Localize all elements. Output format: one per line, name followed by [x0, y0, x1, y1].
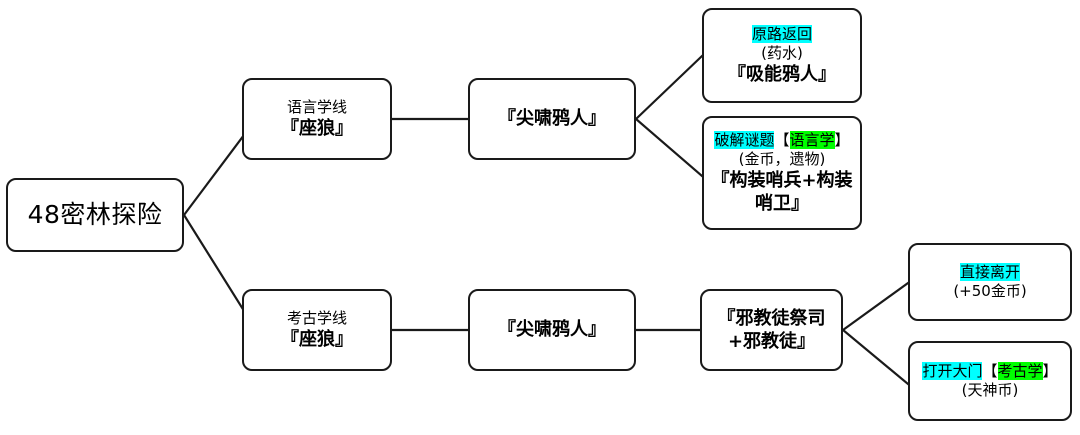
node-language-raven[interactable]: 『尖啸鸦人』: [468, 78, 636, 160]
edge-raven-to-retreat: [634, 54, 704, 121]
open-gate-bracket-close: 】: [1042, 361, 1058, 380]
retreat-option-wrapper: 原路返回: [751, 24, 812, 44]
edge-raven-to-puzzle: [634, 117, 704, 178]
open-gate-option-row: 打开大门【考古学】: [922, 361, 1058, 381]
puzzle-reward: (金币，遗物): [738, 149, 826, 168]
node-archaeology-path[interactable]: 考古学线 『座狼』: [242, 289, 392, 371]
language-path-label: 语言学线: [286, 97, 347, 116]
leave-option-wrapper: 直接离开: [959, 262, 1020, 282]
puzzle-bracket-open: 【: [774, 130, 790, 149]
node-outcome-puzzle[interactable]: 破解谜题【语言学】 (金币，遗物) 『构装哨兵+构装哨卫』: [702, 116, 862, 230]
retreat-reward: (药水): [761, 43, 803, 62]
open-gate-skill: 考古学: [997, 361, 1043, 380]
archaeology-path-enemy: 『座狼』: [281, 329, 353, 351]
node-language-path[interactable]: 语言学线 『座狼』: [242, 78, 392, 160]
root-label: 48密林探险: [27, 200, 163, 229]
open-gate-option: 打开大门: [922, 361, 983, 380]
retreat-enemy: 『吸能鸦人』: [728, 64, 836, 86]
archaeology-raven-enemy: 『尖啸鸦人』: [498, 319, 606, 341]
node-root[interactable]: 48密林探险: [6, 178, 184, 252]
node-outcome-retreat[interactable]: 原路返回 (药水) 『吸能鸦人』: [702, 8, 862, 103]
open-gate-bracket-open: 【: [982, 361, 998, 380]
language-raven-enemy: 『尖啸鸦人』: [498, 108, 606, 130]
node-archaeology-raven[interactable]: 『尖啸鸦人』: [468, 289, 636, 371]
puzzle-option-row: 破解谜题【语言学】: [714, 130, 850, 150]
edge-cultists-to-leave: [841, 281, 910, 332]
node-outcome-leave[interactable]: 直接离开 (+50金币): [908, 243, 1072, 321]
node-cultists[interactable]: 『邪教徒祭司+邪教徒』: [700, 289, 843, 371]
edge-cultists-to-open-gate: [841, 328, 910, 386]
puzzle-bracket-close: 】: [834, 130, 850, 149]
language-path-enemy: 『座狼』: [281, 118, 353, 140]
archaeology-path-label: 考古学线: [286, 308, 347, 327]
puzzle-skill: 语言学: [789, 130, 835, 149]
puzzle-option: 破解谜题: [714, 130, 775, 149]
leave-reward: (+50金币): [953, 282, 1027, 300]
puzzle-enemy: 『构装哨兵+构装哨卫』: [711, 170, 853, 215]
leave-option: 直接离开: [959, 262, 1020, 281]
node-outcome-open-gate[interactable]: 打开大门【考古学】 (天神币): [908, 341, 1072, 421]
retreat-option: 原路返回: [751, 24, 812, 43]
cultists-enemy: 『邪教徒祭司+邪教徒』: [717, 307, 826, 352]
open-gate-reward: (天神币): [961, 381, 1019, 399]
